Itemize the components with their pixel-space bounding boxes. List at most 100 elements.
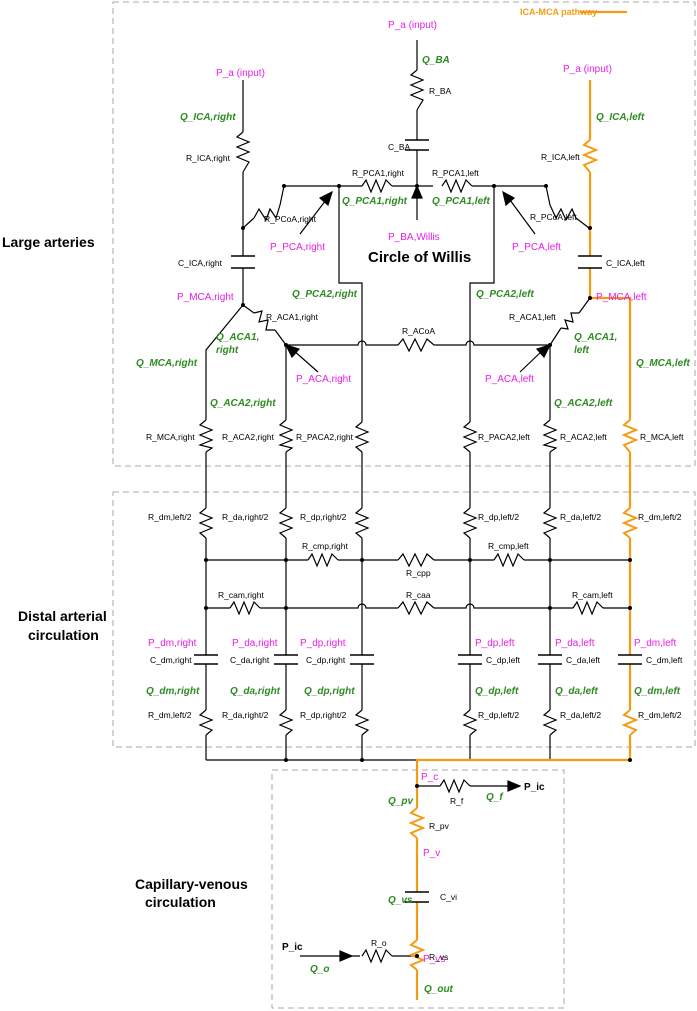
pressure-paca-right: P_ACA,right [296, 374, 351, 385]
flow-qba: Q_BA [422, 55, 450, 66]
capacitor-da-right-icon [274, 654, 298, 665]
pressure-pdm-right: P_dm,right [148, 638, 197, 649]
section-capillary-line1: Capillary-venous [135, 876, 248, 892]
resistor-cmp-right-icon [307, 552, 339, 568]
flow-qaca1-left-1: Q_ACA1, [574, 332, 617, 343]
label-r-pv: R_pv [429, 821, 450, 831]
pressure-pc: P_c [421, 772, 438, 783]
pressure-paca-left: P_ACA,left [485, 374, 534, 385]
flow-qpca1-left: Q_PCA1,left [432, 196, 490, 207]
pressure-labels: P_a (input) P_a (input) P_a (input) P_BA… [148, 20, 676, 965]
resistor-paca2-right-icon [354, 421, 370, 453]
pressure-pba-willis: P_BA,Willis [388, 232, 440, 243]
pressure-pa-left: P_a (input) [563, 64, 612, 75]
flow-qpca1-right: Q_PCA1,right [342, 196, 408, 207]
capacitor-da-left-icon [538, 654, 562, 665]
label-r-dp-bot-right: R_dp,right/2 [300, 710, 347, 720]
resistor-ica-left-icon [581, 139, 599, 173]
section-distal-line2: circulation [28, 627, 99, 643]
label-r-pca1-left: R_PCA1,left [432, 168, 479, 178]
distal-circulation-box [112, 491, 696, 748]
capacitor-ica-right-icon [231, 255, 255, 269]
pressure-pdm-left: P_dm,left [634, 638, 676, 649]
label-r-aca1-left: R_ACA1,left [509, 312, 556, 322]
label-r-ica-left: R_ICA,left [541, 152, 580, 162]
pressure-pdp-left: P_dp,left [475, 638, 515, 649]
pressure-pmca-right: P_MCA,right [177, 292, 234, 303]
pressure-pvs: P_vs [423, 954, 445, 965]
flow-qdp-right: Q_dp,right [304, 686, 355, 697]
flow-qica-left: Q_ICA,left [596, 112, 645, 123]
capacitor-dp-right-icon [350, 654, 374, 665]
label-r-aca2-right: R_ACA2,right [222, 432, 275, 442]
resistor-pv-icon [408, 807, 426, 839]
circle-of-willis-label: Circle of Willis [368, 249, 471, 266]
label-r-cmp-left: R_cmp,left [488, 541, 529, 551]
label-r-ba: R_BA [429, 86, 452, 96]
resistor-dm-bot-right-icon [198, 709, 214, 736]
resistor-aca1-right-icon [253, 310, 275, 331]
resistor-dp-top-left-icon [462, 507, 478, 539]
pressure-ppca-left: P_PCA,left [512, 242, 561, 253]
label-r-vs: R_vs [429, 952, 448, 962]
ica-mca-pathway [415, 10, 632, 1000]
resistor-dm-top-right-icon [198, 507, 214, 539]
label-r-dp-bot-left: R_dp,left/2 [478, 710, 519, 720]
resistor-pca1-left-icon [441, 178, 473, 194]
junction-dots [204, 184, 632, 958]
capacitor-dm-right-icon [194, 654, 218, 665]
resistor-dp-bot-left-icon [462, 709, 478, 736]
label-r-acoa: R_ACoA [402, 326, 435, 336]
resistor-pcoa-left-icon [549, 204, 577, 222]
label-r-da-bot-left: R_da,left/2 [560, 710, 601, 720]
label-c-dp-right: C_dp,right [306, 655, 346, 665]
pressure-pv: P_v [423, 848, 440, 859]
resistor-mca-left-icon [621, 419, 639, 453]
capacitor-ba-icon [405, 139, 429, 151]
resistor-ba-icon [409, 69, 425, 111]
flow-qdm-left: Q_dm,left [634, 686, 681, 697]
resistors [198, 69, 604, 964]
capacitor-ica-left-icon [578, 255, 602, 269]
resistor-acoa-icon [397, 337, 435, 353]
terminal-pic-right: P_ic [524, 782, 545, 793]
label-r-pca1-right: R_PCA1,right [352, 168, 405, 178]
flow-qdp-left: Q_dp,left [475, 686, 519, 697]
flow-qda-left: Q_da,left [555, 686, 598, 697]
label-r-mca-left: R_MCA,left [640, 432, 684, 442]
flow-qaca1-left-2: left [574, 345, 590, 356]
pressure-pmca-left: P_MCA,left [596, 292, 647, 303]
resistor-ica-right-icon [235, 131, 251, 173]
resistor-vs-icon [408, 939, 426, 971]
component-labels: R_BA C_BA R_ICA,right R_ICA,left R_PCA1,… [146, 86, 684, 962]
pressure-pda-right: P_da,right [232, 638, 278, 649]
capacitor-dp-left-icon [458, 654, 482, 665]
label-r-da-top-right: R_da,right/2 [222, 512, 269, 522]
flow-qf: Q_f [486, 792, 504, 803]
resistor-cmp-left-icon [493, 552, 525, 568]
terminal-pic-left: P_ic [282, 942, 303, 953]
flow-qmca-left: Q_MCA,left [636, 358, 691, 369]
wires [205, 40, 630, 957]
label-r-cam-right: R_cam,right [218, 590, 264, 600]
flow-qda-right: Q_da,right [230, 686, 281, 697]
resistor-dp-top-right-icon [354, 507, 370, 539]
resistor-da-bot-right-icon [278, 709, 294, 736]
capacitor-dm-left-icon [618, 654, 642, 665]
resistor-da-bot-left-icon [542, 709, 558, 736]
resistor-paca2-left-icon [462, 421, 478, 453]
label-r-pcoa-left: R_PCoA,left [530, 212, 577, 222]
label-r-da-top-left: R_da,left/2 [560, 512, 601, 522]
pressure-pa-top: P_a (input) [388, 20, 437, 31]
label-r-dm-top-right: R_dm,left/2 [148, 512, 192, 522]
label-r-dm-top-left: R_dm,left/2 [638, 512, 682, 522]
section-distal-line1: Distal arterial [18, 608, 107, 624]
resistor-aca2-left-icon [542, 419, 558, 453]
label-r-f: R_f [450, 796, 464, 806]
label-c-dm-left: C_dm,left [646, 655, 683, 665]
flow-qpca2-left: Q_PCA2,left [476, 289, 534, 300]
label-r-caa: R_caa [406, 590, 431, 600]
label-c-ica-right: C_ICA,right [178, 258, 223, 268]
arrow-qo-icon [339, 950, 354, 962]
